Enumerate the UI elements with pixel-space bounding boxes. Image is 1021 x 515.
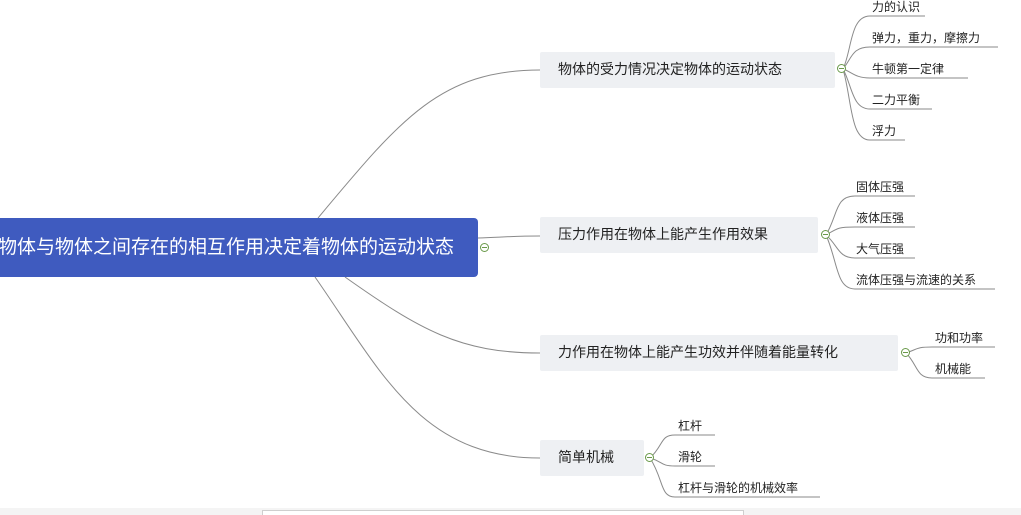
branch-4-collapse-toggle-icon[interactable] — [645, 453, 654, 462]
branch-label: 简单机械 — [558, 450, 614, 466]
branch-label: 压力作用在物体上能产生作用效果 — [558, 227, 768, 243]
horizontal-scrollbar[interactable] — [262, 510, 744, 515]
branch-simple-machines[interactable]: 简单机械 — [540, 440, 644, 476]
leaf-lever-pulley-efficiency[interactable]: 杠杆与滑轮的机械效率 — [678, 481, 799, 495]
root-collapse-toggle-icon[interactable] — [480, 243, 489, 252]
leaf-work-and-power[interactable]: 功和功率 — [935, 331, 984, 345]
leaf-force-recognition[interactable]: 力的认识 — [872, 0, 921, 14]
leaf-atmospheric-pressure[interactable]: 大气压强 — [856, 242, 905, 256]
leaf-pulley[interactable]: 滑轮 — [678, 450, 703, 464]
leaf-two-force-balance[interactable]: 二力平衡 — [872, 93, 921, 107]
leaf-buoyancy[interactable]: 浮力 — [872, 124, 897, 138]
leaf-elastic-gravity-friction[interactable]: 弹力，重力，摩擦力 — [872, 31, 981, 45]
branch-work-energy[interactable]: 力作用在物体上能产生功效并伴随着能量转化 — [540, 335, 898, 371]
leaf-lever[interactable]: 杠杆 — [678, 419, 703, 433]
leaf-fluid-pressure-velocity[interactable]: 流体压强与流速的关系 — [856, 273, 977, 287]
leaf-solid-pressure[interactable]: 固体压强 — [856, 180, 905, 194]
root-topic[interactable]: 物体与物体之间存在的相互作用决定着物体的运动状态 — [0, 218, 478, 277]
branch-force-determines-motion[interactable]: 物体的受力情况决定物体的运动状态 — [540, 52, 835, 88]
branch-label: 物体的受力情况决定物体的运动状态 — [558, 62, 782, 78]
branch-label: 力作用在物体上能产生功效并伴随着能量转化 — [558, 345, 838, 361]
branch-3-collapse-toggle-icon[interactable] — [901, 348, 910, 357]
branch-pressure-effect[interactable]: 压力作用在物体上能产生作用效果 — [540, 217, 818, 253]
branch-2-collapse-toggle-icon[interactable] — [821, 230, 830, 239]
root-topic-label: 物体与物体之间存在的相互作用决定着物体的运动状态 — [0, 236, 455, 258]
branch-1-collapse-toggle-icon[interactable] — [837, 64, 846, 73]
leaf-mechanical-energy[interactable]: 机械能 — [935, 362, 972, 376]
leaf-newton-first-law[interactable]: 牛顿第一定律 — [872, 62, 945, 76]
leaf-liquid-pressure[interactable]: 液体压强 — [856, 211, 905, 225]
